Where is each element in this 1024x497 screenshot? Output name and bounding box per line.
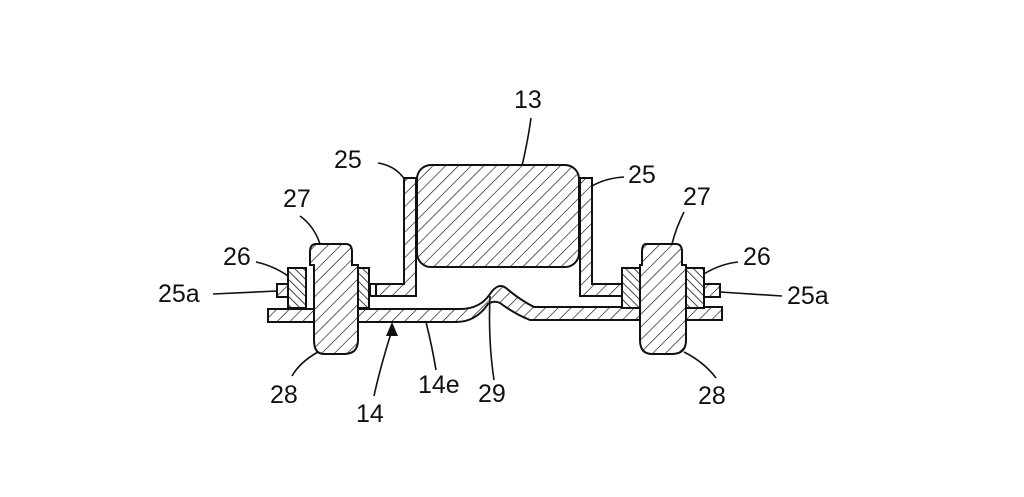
block-13 [416,164,580,268]
plate-14 [267,285,723,323]
label-28-left: 28 [270,381,298,409]
bracket-25-left-flange [375,177,417,297]
label-28-right: 28 [698,382,726,410]
label-29: 29 [478,380,506,408]
bracket-25-right [579,177,623,297]
label-27-right: 27 [683,183,711,211]
bolt-27-right [639,243,687,355]
label-25-left: 25 [334,146,362,174]
label-13: 13 [514,86,542,114]
grommet-26-left-outer [287,267,307,309]
grommet-26-right-outer [685,267,705,309]
label-26-right: 26 [743,243,771,271]
arrowhead-14 [386,322,398,336]
label-25a-right: 25a [787,282,829,310]
bolt-27-left [309,243,359,355]
label-26-left: 26 [223,243,251,271]
label-25-right: 25 [628,161,656,189]
grommet-26-right-inner [621,267,641,309]
label-25a-left: 25a [158,280,200,308]
label-27-left: 27 [283,185,311,213]
label-14: 14 [356,400,384,428]
leader-lines [212,117,783,397]
label-14e: 14e [418,371,460,399]
